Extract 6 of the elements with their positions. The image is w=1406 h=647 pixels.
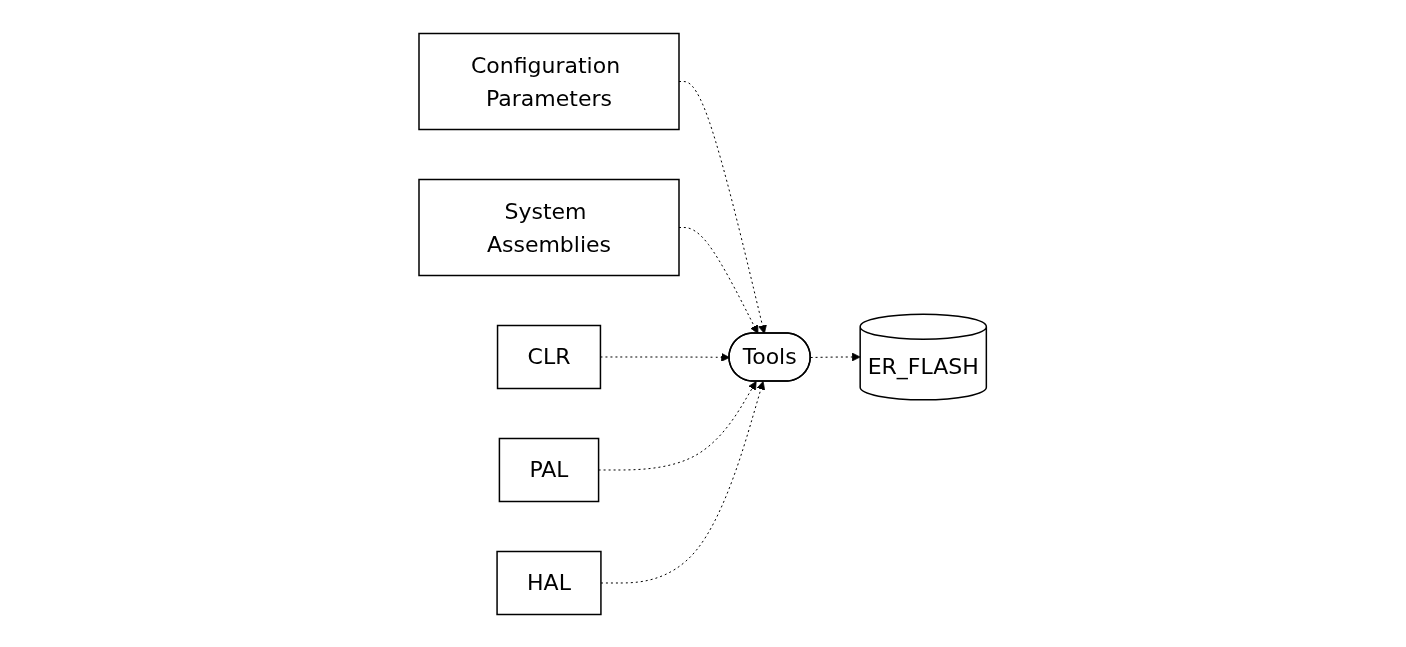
arrow — [600, 380, 766, 583]
node-box: PAL — [499, 437, 600, 502]
node-box: System Assemblies — [418, 178, 681, 276]
node-box: CLR — [497, 324, 602, 389]
node-box: HAL — [496, 550, 602, 615]
node-box: Configuration Parameters — [418, 32, 681, 130]
